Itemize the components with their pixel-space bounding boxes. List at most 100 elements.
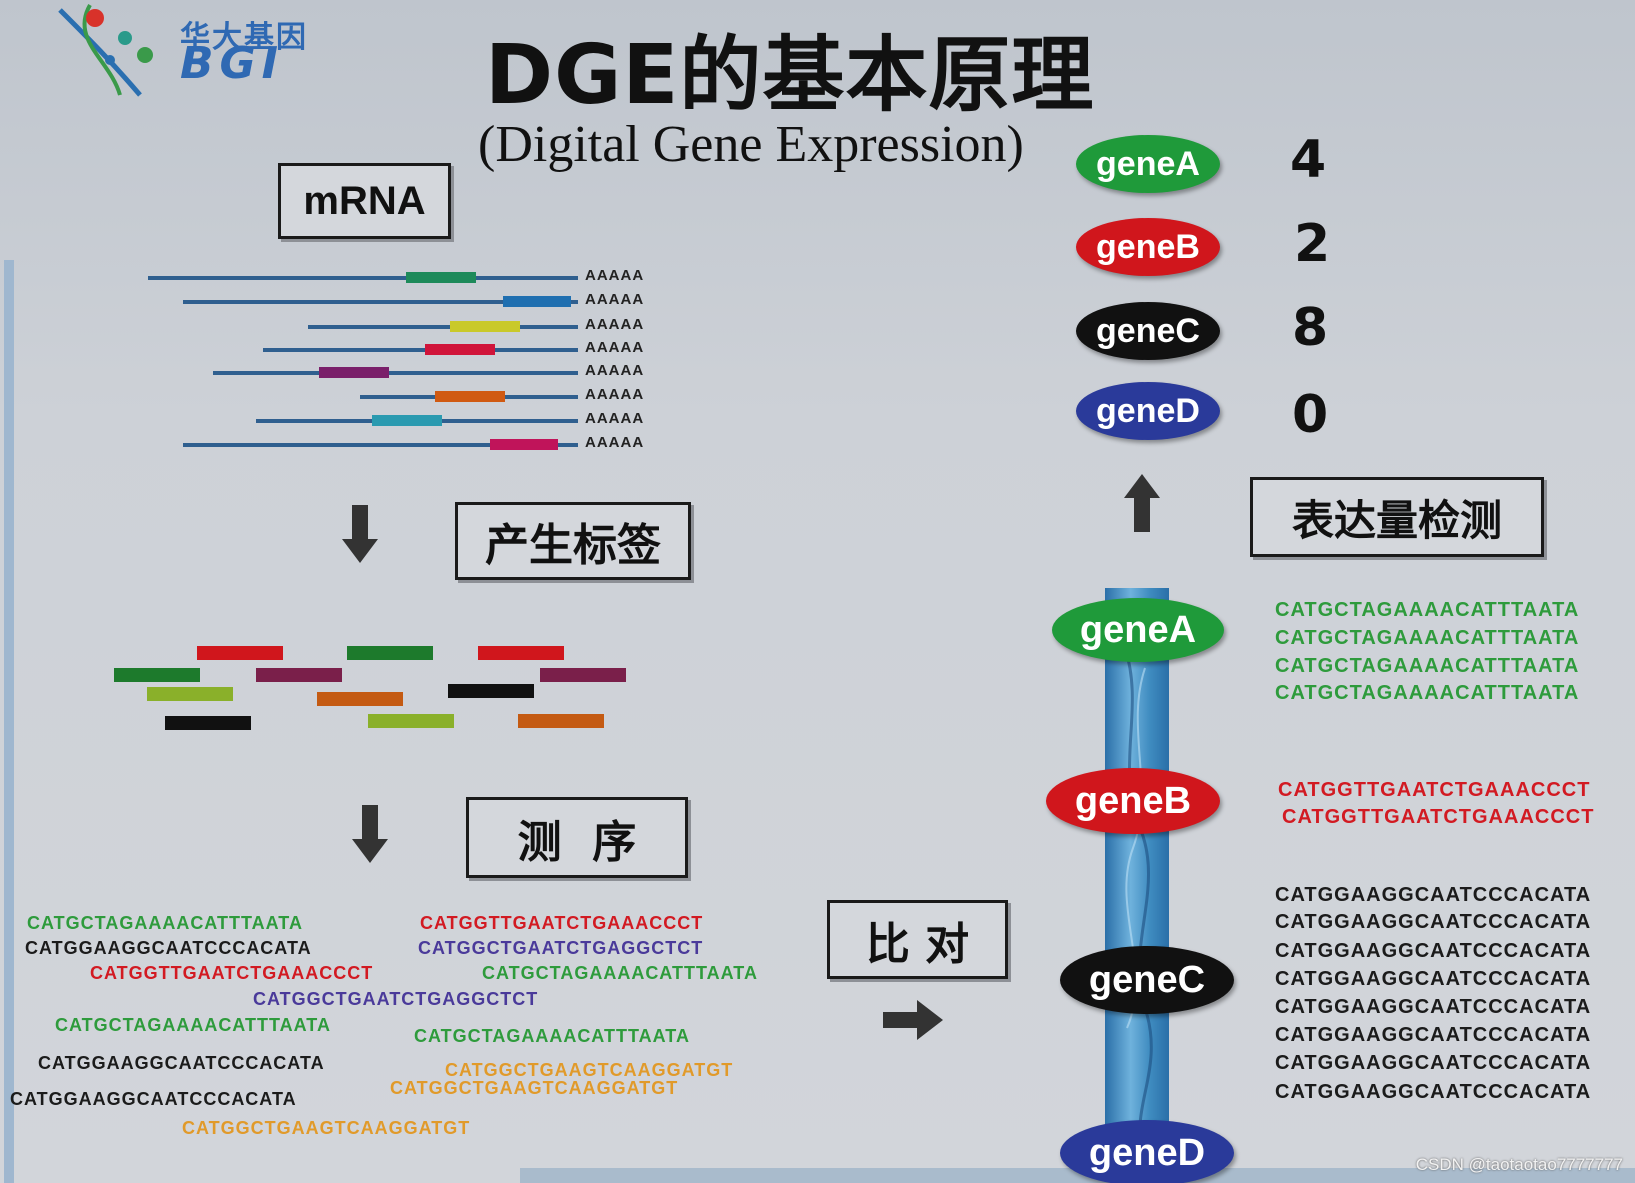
- read-sequence: CATGGCTGAAGTCAAGGATGT: [390, 1078, 679, 1098]
- read-sequence: CATGGCTGAAGTCAAGGATGT: [445, 1060, 734, 1080]
- tag-fragment: [114, 668, 200, 682]
- tag-fragment: [540, 668, 626, 682]
- count-gene-badge: geneC: [1076, 302, 1220, 360]
- mrna-line: [263, 344, 578, 355]
- read-sequence: CATGGAAGGCAATCCCACATA: [25, 938, 312, 958]
- aligned-gene-label: geneD: [1088, 1131, 1206, 1174]
- tag-fragment: [448, 684, 534, 698]
- aligned-read: CATGGAAGGCAATCCCACATA: [1275, 884, 1592, 906]
- aligned-gene-badge: geneB: [1046, 768, 1220, 834]
- count-gene-badge: geneB: [1076, 218, 1220, 276]
- polya-tail: AAAAA: [585, 316, 645, 333]
- mrna-segment: [490, 439, 558, 450]
- count-gene-badge: geneD: [1076, 382, 1220, 440]
- expression-detection-label: 表达量检测: [1291, 495, 1502, 545]
- aligned-gene-badge: geneC: [1060, 946, 1234, 1014]
- read-sequence: CATGCTAGAAAACATTTAATA: [27, 913, 303, 933]
- bottom-strip: [520, 1168, 1635, 1183]
- polya-tail: AAAAA: [585, 386, 645, 403]
- mrna-segment: [319, 367, 389, 378]
- mrna-line: [360, 391, 578, 402]
- tag-fragment: [317, 692, 403, 706]
- aligned-read: CATGGAAGGCAATCCCACATA: [1275, 996, 1592, 1018]
- aligned-read: CATGCTAGAAAACATTTAATA: [1275, 599, 1580, 621]
- read-sequence: CATGGCTGAATCTGAGGCTCT: [418, 938, 704, 958]
- tag-fragment: [147, 687, 233, 701]
- aligned-read: CATGGAAGGCAATCCCACATA: [1275, 940, 1592, 962]
- tag-fragment: [478, 646, 564, 660]
- page-title: DGE的基本原理: [485, 28, 1095, 123]
- count-gene-label: geneA: [1096, 144, 1200, 183]
- generate-tags-box: 产生标签: [455, 502, 691, 580]
- aligned-read: CATGGAAGGCAATCCCACATA: [1275, 1081, 1592, 1103]
- up-arrow-icon: [1124, 474, 1160, 532]
- read-sequence: CATGGAAGGCAATCCCACATA: [38, 1053, 325, 1073]
- mrna-line: [308, 321, 578, 332]
- logo-cn-text: 华大基因: [180, 20, 308, 55]
- aligned-read: CATGGAAGGCAATCCCACATA: [1275, 1024, 1592, 1046]
- mrna-segment: [425, 344, 495, 355]
- tag-fragment: [256, 668, 342, 682]
- polya-tail: AAAAA: [585, 339, 645, 356]
- mrna-line: [183, 439, 578, 450]
- polya-tail: AAAAA: [585, 291, 645, 308]
- aligned-read: CATGGTTGAATCTGAAACCCT: [1278, 779, 1591, 801]
- aligned-gene-badge: geneA: [1052, 598, 1224, 662]
- aligned-read: CATGGAAGGCAATCCCACATA: [1275, 968, 1592, 990]
- dna-helix-icon: [58, 4, 153, 97]
- aligned-read: CATGCTAGAAAACATTTAATA: [1275, 655, 1580, 677]
- mrna-segment: [372, 415, 442, 426]
- mrna-segment: [450, 321, 520, 332]
- mrna-label-box: mRNA: [278, 163, 451, 239]
- read-sequence: CATGGCTGAATCTGAGGCTCT: [253, 989, 539, 1009]
- aligned-read: CATGCTAGAAAACATTTAATA: [1275, 682, 1580, 704]
- reference-genome-texture: [1123, 647, 1153, 1148]
- aligned-gene-label: geneB: [1074, 779, 1192, 822]
- sequencing-label: 测 序: [517, 816, 637, 868]
- bgi-logo: 华大基因 BGI: [50, 0, 340, 100]
- count-gene-label: geneB: [1096, 227, 1200, 266]
- aligned-read: CATGGAAGGCAATCCCACATA: [1275, 1052, 1592, 1074]
- mrna-line: [183, 296, 578, 307]
- alignment-label: 比 对: [865, 918, 970, 970]
- expression-detection-box: 表达量检测: [1250, 477, 1544, 557]
- mrna-segment: [435, 391, 505, 402]
- watermark: CSDN @taotaotao7777777: [1415, 1155, 1623, 1174]
- count-value: 0: [1292, 385, 1329, 445]
- mrna-line: [256, 415, 578, 426]
- tag-fragment: [518, 714, 604, 728]
- count-gene-label: geneD: [1096, 391, 1200, 430]
- mrna-line: [148, 272, 578, 283]
- aligned-gene-badge: geneD: [1060, 1120, 1234, 1183]
- polya-tail: AAAAA: [585, 434, 645, 451]
- read-sequence: CATGCTAGAAAACATTTAATA: [55, 1015, 331, 1035]
- read-sequence: CATGGAAGGCAATCCCACATA: [10, 1089, 297, 1109]
- read-sequence: CATGGTTGAATCTGAAACCCT: [420, 913, 704, 933]
- polya-tail: AAAAA: [585, 267, 645, 284]
- mrna-label: mRNA: [303, 178, 426, 223]
- polya-tail: AAAAA: [585, 410, 645, 427]
- count-value: 4: [1290, 130, 1327, 190]
- read-sequence: CATGCTAGAAAACATTTAATA: [482, 963, 758, 983]
- aligned-gene-label: geneA: [1079, 608, 1197, 651]
- aligned-gene-label: geneC: [1088, 958, 1206, 1001]
- polya-tail: AAAAA: [585, 362, 645, 379]
- count-gene-badge: geneA: [1076, 135, 1220, 193]
- tag-fragment: [197, 646, 283, 660]
- down-arrow-icon: [352, 805, 388, 863]
- alignment-box: 比 对: [827, 900, 1008, 979]
- mrna-segment: [406, 272, 476, 283]
- count-gene-label: geneC: [1096, 311, 1200, 350]
- page-subtitle: (Digital Gene Expression): [478, 116, 1024, 173]
- logo-en-text: BGI: [180, 38, 285, 89]
- tag-fragment: [165, 716, 251, 730]
- aligned-read: CATGGTTGAATCTGAAACCCT: [1282, 806, 1595, 828]
- count-value: 2: [1294, 214, 1331, 274]
- aligned-read: CATGCTAGAAAACATTTAATA: [1275, 627, 1580, 649]
- aligned-read: CATGGAAGGCAATCCCACATA: [1275, 911, 1592, 933]
- reference-genome-bar: [1105, 588, 1169, 1148]
- tag-fragment: [347, 646, 433, 660]
- read-sequence: CATGGCTGAAGTCAAGGATGT: [182, 1118, 471, 1138]
- generate-tags-label: 产生标签: [485, 520, 661, 571]
